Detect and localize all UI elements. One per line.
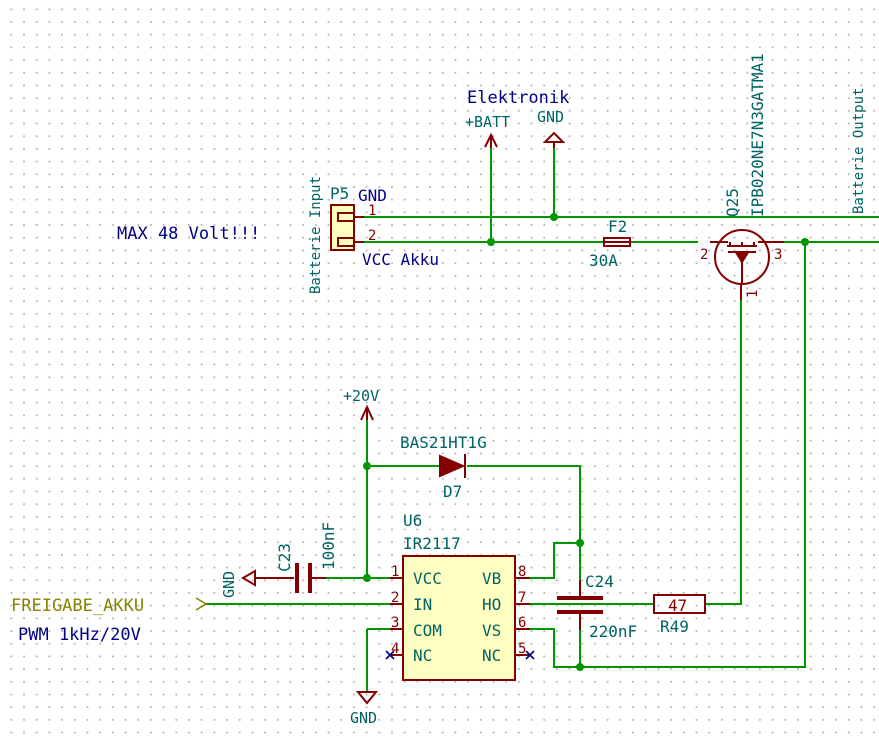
power-gnd-top: GND (537, 108, 566, 148)
u-pin-2: 2 (391, 590, 399, 606)
connector-p5[interactable]: P5 GND VCC Akku 1 2 Batterie Input (308, 176, 439, 294)
u6-pin-vb: VB (482, 569, 501, 588)
no-connect-marker (385, 650, 395, 660)
fuse-f2[interactable]: F2 30A (589, 217, 631, 270)
p5-ref: P5 (330, 184, 349, 203)
u-pin-5: 5 (518, 641, 526, 657)
junction-dot (363, 574, 371, 582)
q-ref: Q25 (723, 188, 742, 217)
q-pin-1: 1 (745, 290, 761, 298)
global-label-freigabe[interactable]: FREIGABE_AKKU (11, 596, 208, 616)
u6-pin-com: COM (413, 621, 442, 640)
capacitor-c24[interactable]: C24 220nF (557, 572, 637, 641)
u6-pin-vs: VS (482, 621, 501, 640)
p5-pin-1: 1 (368, 203, 376, 219)
diode-part-number: BAS21HT1G (400, 433, 487, 452)
diode-triangle (439, 454, 466, 478)
ic-body (402, 555, 516, 681)
c23-value: 100nF (319, 522, 338, 570)
connector-body (330, 204, 355, 251)
junction-dot (801, 238, 809, 246)
c24-value: 220nF (589, 622, 637, 641)
wire-vb (530, 542, 581, 580)
ic-u6[interactable]: U6 IR2117 1 2 3 4 8 7 6 5 VCC IN COM NC … (385, 511, 535, 681)
q-pin-2: 2 (700, 247, 708, 263)
c23-ref: C23 (275, 543, 294, 572)
u6-pin-vcc: VCC (413, 569, 442, 588)
q-pin-3: 3 (774, 247, 782, 263)
diode-d7[interactable]: BAS21HT1G D7 (400, 433, 487, 501)
junctions (363, 213, 809, 671)
elektronik-note: Elektronik (467, 88, 569, 108)
u6-part: IR2117 (403, 534, 461, 553)
batterie-output-label: Batterie Output (851, 88, 867, 214)
u-pin-4: 4 (391, 641, 399, 657)
junction-dot (576, 663, 584, 671)
u6-pin-nc-left: NC (413, 646, 432, 665)
mosfet-q25[interactable]: 2 3 1 Q25 IPB020NE7N3GATMA1 (700, 53, 784, 300)
batterie-input-label: Batterie Input (308, 176, 324, 294)
pwm-note: PWM 1kHz/20V (18, 625, 141, 645)
capacitor-c23[interactable]: GND C23 100nF (220, 522, 338, 598)
p5-gnd-label: GND (358, 186, 387, 205)
junction-dot (363, 462, 371, 470)
diode-ref: D7 (443, 482, 462, 501)
junction-dot (550, 213, 558, 221)
resistor-body (653, 594, 706, 614)
q-part-number: IPB020NE7N3GATMA1 (748, 53, 767, 217)
r49-ref: R49 (660, 617, 689, 636)
p5-pin-2: 2 (368, 228, 376, 244)
wire-source-return (580, 242, 806, 668)
u-pin-7: 7 (518, 590, 526, 606)
fuse-ref: F2 (608, 217, 627, 236)
wires (206, 148, 879, 692)
max-voltage-note: MAX 48 Volt!!! (117, 224, 260, 244)
power-20v: +20V (343, 387, 379, 421)
u6-ref: U6 (403, 511, 422, 530)
u-pin-3: 3 (391, 615, 399, 631)
u-pin-6: 6 (518, 615, 526, 631)
no-connect-marker (525, 650, 535, 660)
u-pin-1: 1 (391, 564, 399, 580)
c24-ref: C24 (585, 572, 614, 591)
gnd-label-bottom: GND (350, 709, 377, 727)
wire-diode-cathode (467, 465, 581, 543)
junction-dot (576, 539, 584, 547)
wire-gate (706, 300, 742, 605)
p5-vcc-label: VCC Akku (362, 250, 439, 269)
u-pin-8: 8 (518, 564, 526, 580)
batt-net-label: +BATT (465, 113, 510, 131)
power-batt: +BATT (465, 113, 510, 148)
u6-pin-ho: HO (482, 595, 501, 614)
r49-value: 47 (668, 596, 687, 615)
wire-20v (366, 408, 390, 579)
junction-dot (487, 238, 495, 246)
gnd-label-top: GND (537, 108, 564, 126)
plus20v-label: +20V (343, 387, 379, 405)
gnd-label-c23: GND (220, 571, 238, 598)
wire-vs (530, 628, 580, 668)
resistor-r49[interactable]: 47 R49 (653, 594, 706, 636)
power-gnd-bottom: GND (350, 691, 379, 727)
freigabe-label: FREIGABE_AKKU (11, 596, 144, 616)
connector-pin-line (354, 216, 364, 243)
u6-pin-in: IN (413, 595, 432, 614)
fuse-value: 30A (589, 251, 618, 270)
u6-pin-nc-right: NC (482, 646, 501, 665)
